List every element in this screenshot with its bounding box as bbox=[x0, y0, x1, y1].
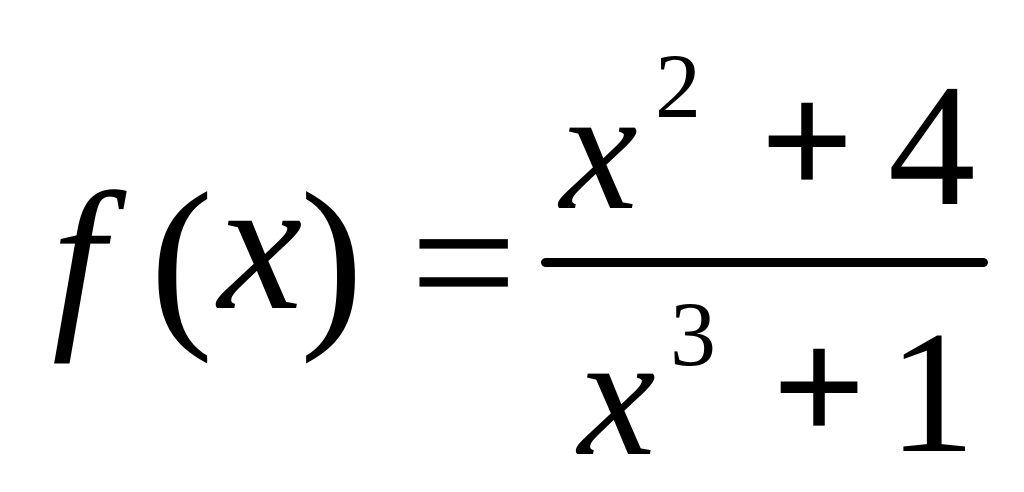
denominator-constant: 1 bbox=[888, 295, 976, 489]
open-paren: ( bbox=[150, 155, 214, 365]
numerator-variable: x bbox=[560, 52, 638, 246]
denominator-exponent: 3 bbox=[670, 283, 716, 385]
function-name: f bbox=[52, 155, 105, 365]
equals-sign: = bbox=[410, 158, 518, 368]
denominator-plus: + bbox=[772, 295, 867, 478]
close-paren: ) bbox=[300, 155, 364, 365]
function-argument: x bbox=[218, 140, 303, 350]
denominator-variable: x bbox=[578, 298, 656, 492]
numerator-exponent: 2 bbox=[655, 35, 701, 137]
numerator-constant: 4 bbox=[888, 48, 976, 242]
fraction-bar bbox=[541, 258, 988, 267]
numerator-plus: + bbox=[760, 49, 855, 232]
